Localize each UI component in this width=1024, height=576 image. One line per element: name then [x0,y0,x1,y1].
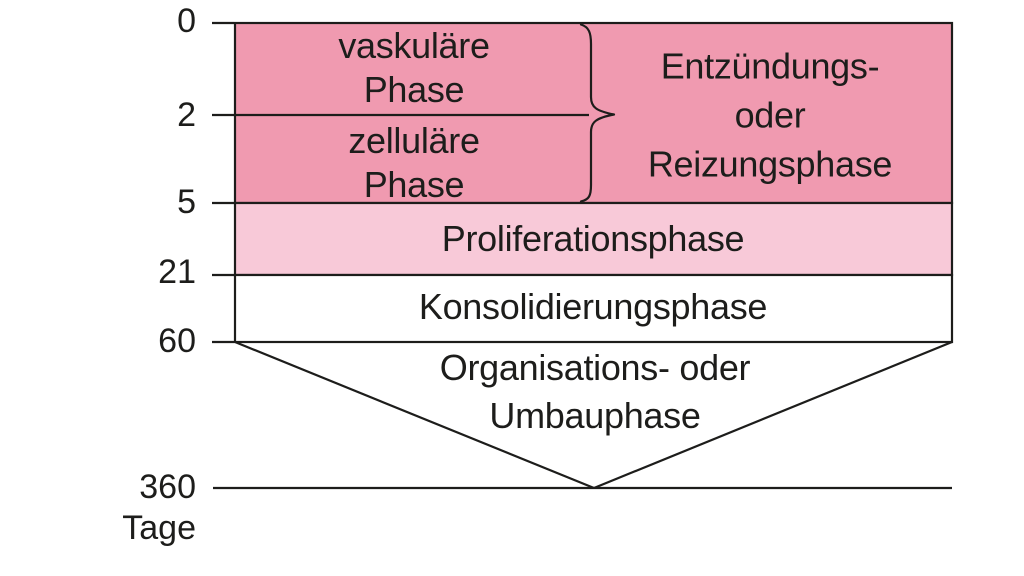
axis-tick-label-360: 360 [139,468,196,506]
remodeling-phase-label: Organisations- oder Umbauphase [439,347,751,436]
inflammation-band [233,21,954,205]
funnel-left-line [234,340,595,490]
axis-tick-label-5: 5 [177,183,196,221]
cellular-phase-label: zelluläre Phase [348,120,480,205]
proliferation-band [233,201,954,277]
consolidation-band [233,273,954,344]
axis-tick-label-0: 0 [177,2,196,40]
axis-unit-label: Tage [122,509,196,547]
vascular-phase-label: vaskuläre Phase [338,25,490,110]
consolidation-phase-label: Konsolidierungsphase [418,286,768,327]
axis-tick-label-2: 2 [177,96,196,134]
axis-tick-label-60: 60 [158,322,196,360]
brace [579,23,616,203]
axis-tick-label-21: 21 [158,253,196,291]
funnel-right-line [593,340,953,490]
proliferation-phase-label: Proliferationsphase [441,218,745,259]
inflammation-phase-label: Entzündungs- oder Reizungsphase [647,45,893,185]
